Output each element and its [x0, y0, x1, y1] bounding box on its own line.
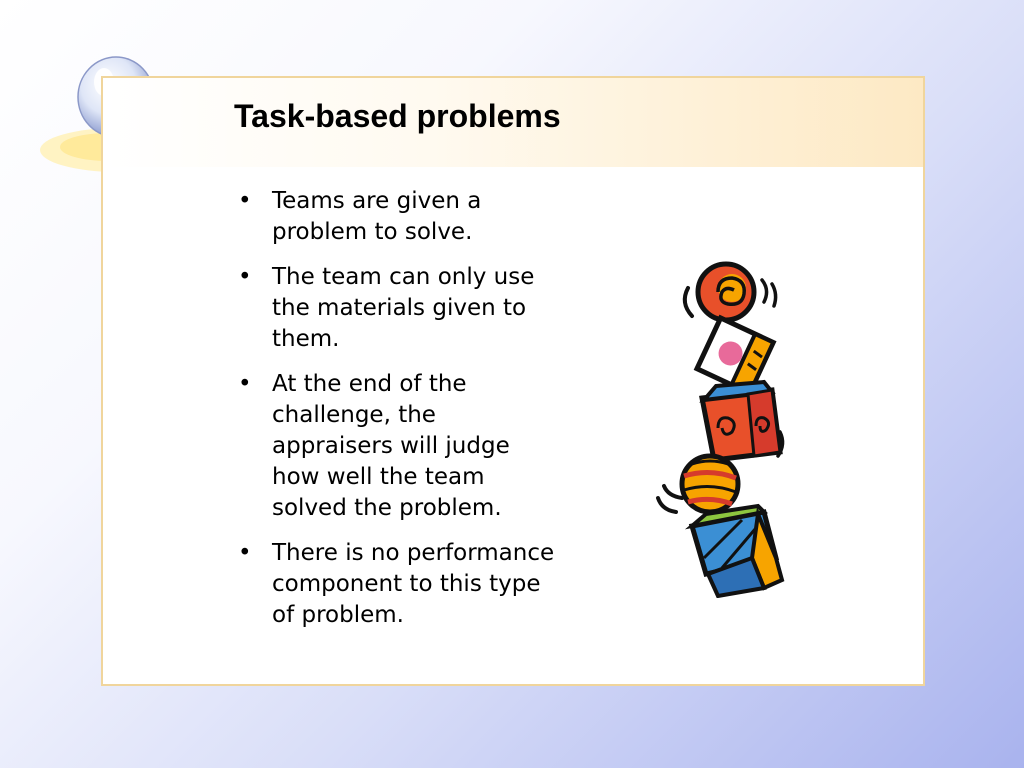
- bullet-list: • Teams are given a problem to solve. • …: [236, 186, 556, 645]
- bullet-marker: •: [238, 188, 252, 214]
- slide-title: Task-based problems: [234, 98, 561, 134]
- bullet-item: • Teams are given a problem to solve.: [236, 186, 556, 248]
- bullet-marker: •: [238, 540, 252, 566]
- slide-content-frame: Task-based problems • Teams are given a …: [101, 76, 925, 686]
- bullet-item: • The team can only use the materials gi…: [236, 262, 556, 355]
- title-band: [103, 78, 923, 167]
- bullet-item: • There is no performance component to t…: [236, 538, 556, 631]
- bullet-text: The team can only use the materials give…: [272, 264, 535, 352]
- bullet-marker: •: [238, 264, 252, 290]
- bullet-marker: •: [238, 371, 252, 397]
- bullet-text: Teams are given a problem to solve.: [272, 188, 482, 245]
- stacked-toy-blocks-icon: [656, 261, 785, 598]
- bullet-text: There is no performance component to thi…: [272, 540, 555, 628]
- bullet-text: At the end of the challenge, the apprais…: [272, 371, 510, 521]
- bullet-item: • At the end of the challenge, the appra…: [236, 369, 556, 524]
